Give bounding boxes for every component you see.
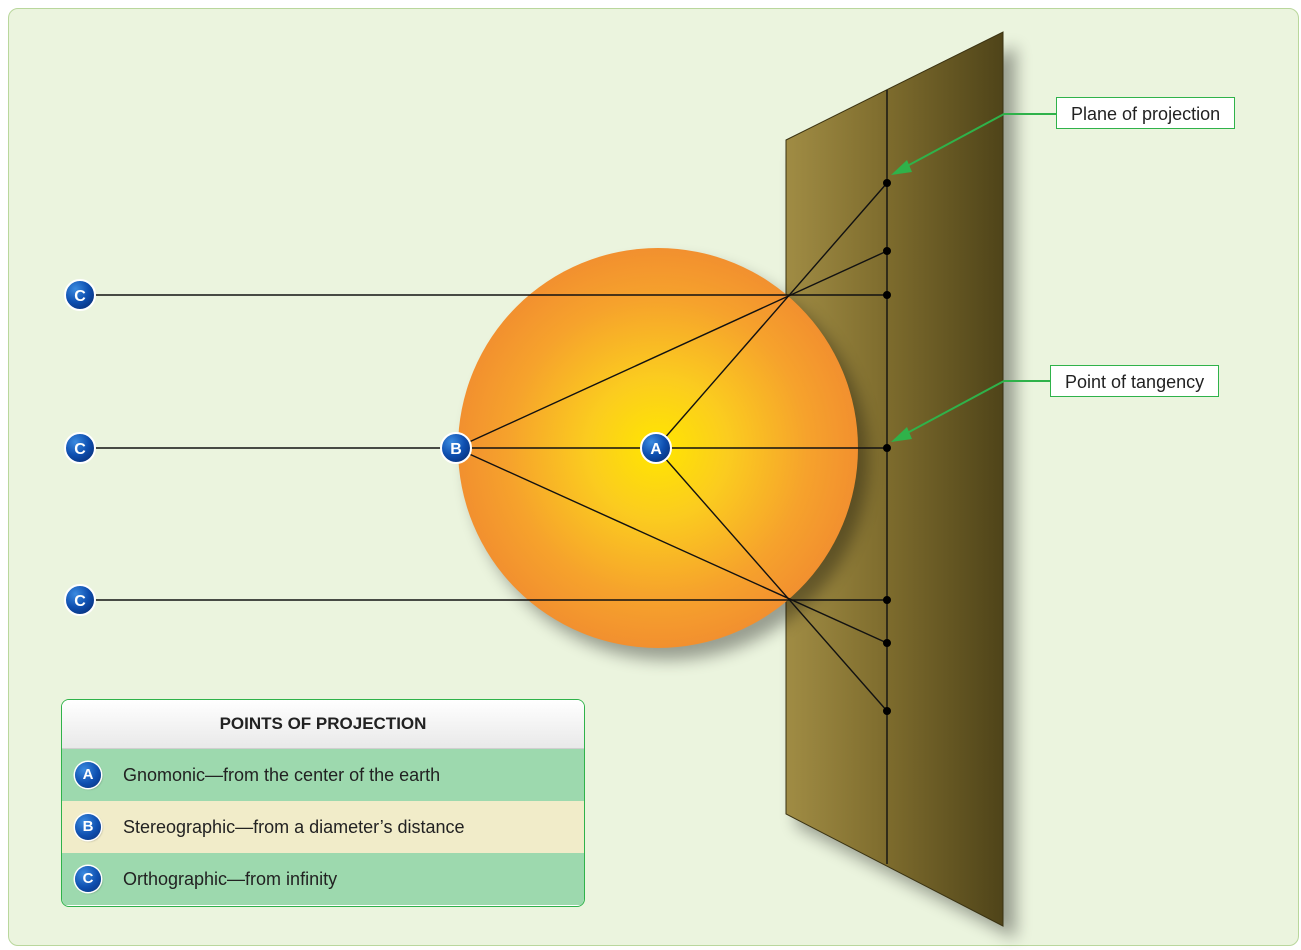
stereographic-rays [455,250,888,644]
projected-point [883,707,891,715]
legend-badge-b: B [75,814,101,840]
badge-b: B [440,432,472,464]
badge-c-label: C [74,441,86,458]
legend-label-stereographic: Stereographic—from a diameter’s distance [123,816,465,837]
projected-point [883,179,891,187]
callout-plane-of-projection: Plane of projection [1056,97,1236,129]
badge-a: A [640,432,672,464]
legend-row-stereographic: B Stereographic—from a diameter’s distan… [62,801,584,853]
legend-title: POINTS OF PROJECTION [62,700,584,749]
legend-label-gnomonic: Gnomonic—from the center of the earth [123,764,441,785]
arrowhead-tangency [891,427,912,442]
orthographic-rays [80,294,887,601]
badge-c-bottom: C [64,584,96,616]
callout-point-of-tangency: Point of tangency [1050,365,1220,397]
callout-leaders [895,113,1056,440]
projected-points [883,179,891,715]
projected-point [883,596,891,604]
badge-c-label: C [74,288,86,305]
arrowhead-plane [891,160,912,175]
badge-c-label: C [74,593,86,610]
ray-b-upper [455,250,888,449]
legend-row-gnomonic: A Gnomonic—from the center of the earth [62,749,584,801]
leader-point-of-tangency [895,380,1050,440]
points-of-projection-legend: POINTS OF PROJECTION A Gnomonic—from the… [61,699,585,907]
callout-arrowheads [891,160,912,442]
gnomonic-rays [655,182,888,712]
badge-b-label: B [450,441,462,458]
tangency-point [883,444,891,452]
projected-point [883,639,891,647]
ray-a-upper [655,182,888,449]
ray-b-lower [455,447,888,644]
projected-point [883,247,891,255]
legend-badge-a: A [75,762,101,788]
legend-label-orthographic: Orthographic—from infinity [123,868,338,889]
legend-badge-c: C [75,866,101,892]
legend-row-orthographic: C Orthographic—from infinity [62,853,584,905]
badge-a-label: A [650,441,662,458]
ray-a-lower [655,447,888,712]
badge-c-middle: C [64,432,96,464]
leader-plane-of-projection [895,113,1056,173]
badge-c-top: C [64,279,96,311]
projected-point [883,291,891,299]
